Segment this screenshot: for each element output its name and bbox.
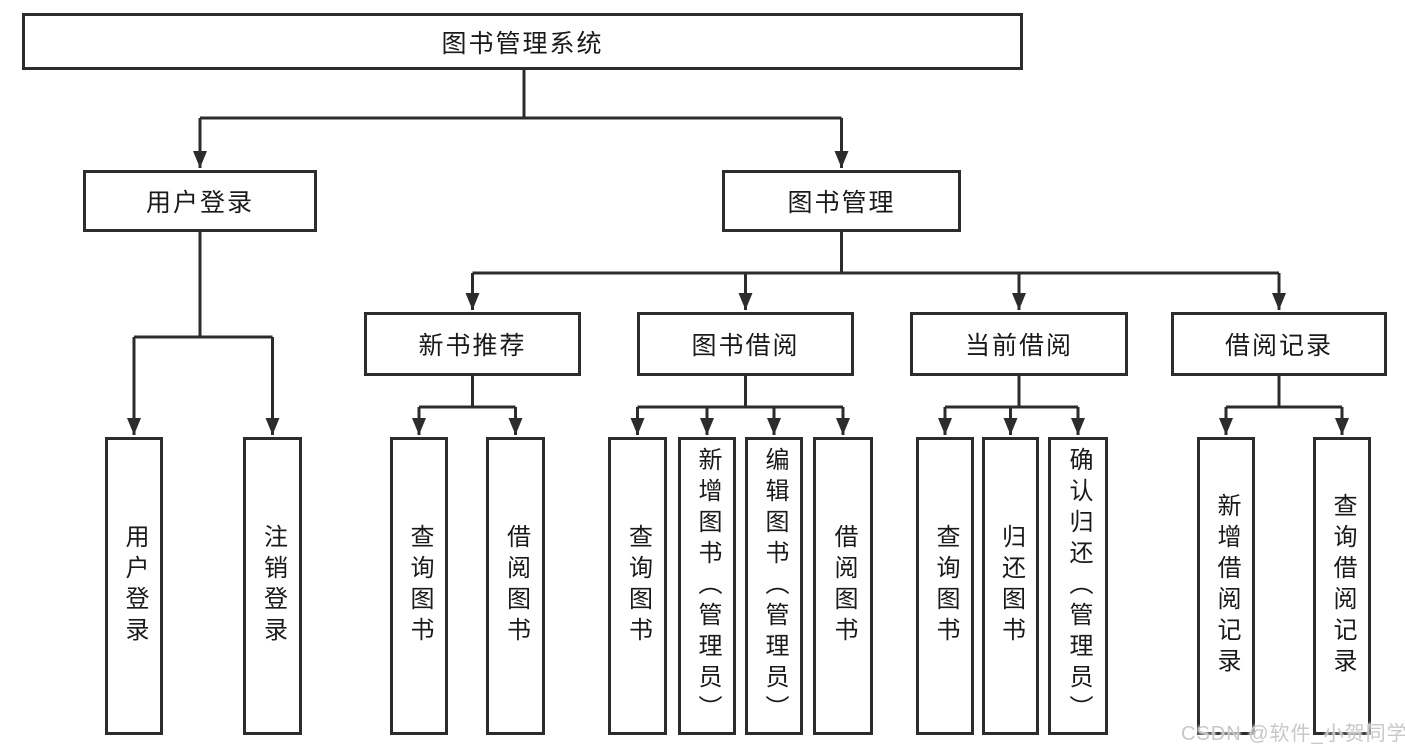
node-label: 借阅记录 (1224, 332, 1333, 360)
node-label: 查询图书 (932, 524, 959, 648)
node-label: 图书借阅 (691, 332, 800, 360)
node-label: 归还图书 (997, 524, 1025, 648)
node-label: 查询图书 (406, 524, 433, 648)
node-query-books-1: 查询图书 (390, 437, 448, 735)
node-library-management-system: 图书管理系统 (22, 13, 1023, 70)
node-query-borrow-record: 查询借阅记录 (1313, 437, 1371, 735)
node-label: 用户登录 (145, 189, 254, 217)
node-label: 借阅图书 (830, 524, 857, 648)
node-label: 新增图书（管理员） (694, 446, 721, 726)
connector-root-to-level2 (193, 70, 849, 168)
node-confirm-return-admin: 确认归还（管理员） (1048, 437, 1108, 735)
node-label: 图书管理 (787, 189, 896, 217)
connector-book-borrow-children (630, 376, 850, 435)
node-label: 确认归还（管理员） (1065, 446, 1092, 726)
node-logout: 注销登录 (243, 437, 302, 735)
node-add-books-admin: 新增图书（管理员） (678, 437, 736, 735)
node-label: 图书管理系统 (441, 29, 604, 58)
node-edit-books-admin: 编辑图书（管理员） (745, 437, 803, 735)
node-book-borrowing: 图书借阅 (637, 312, 854, 376)
node-label: 注销登录 (259, 524, 287, 648)
node-label: 编辑图书（管理员） (761, 446, 788, 726)
node-label: 新增借阅记录 (1213, 493, 1240, 679)
node-add-borrow-record: 新增借阅记录 (1197, 437, 1255, 735)
node-current-borrowing: 当前借阅 (910, 312, 1128, 376)
connector-current-borrow-children (938, 376, 1085, 435)
connector-book-mgmt-children (465, 232, 1286, 310)
csdn-watermark: CSDN @软件_小贺同学 (1181, 723, 1405, 745)
node-label: 查询图书 (624, 524, 652, 648)
node-borrow-books-1: 借阅图书 (486, 437, 545, 735)
node-return-books: 归还图书 (982, 437, 1039, 735)
node-user-login: 用户登录 (83, 170, 317, 232)
node-new-book-recommend: 新书推荐 (364, 312, 581, 376)
node-label: 用户登录 (121, 524, 148, 648)
connector-user-login-children (127, 232, 280, 435)
node-user-login-leaf: 用户登录 (105, 437, 163, 735)
node-query-books-2: 查询图书 (608, 437, 667, 735)
connector-borrow-records-children (1219, 376, 1349, 435)
node-borrow-books-2: 借阅图书 (813, 437, 873, 735)
node-book-management: 图书管理 (722, 170, 961, 232)
node-borrowing-records: 借阅记录 (1171, 312, 1387, 376)
node-label: 新书推荐 (418, 332, 527, 360)
node-label: 借阅图书 (502, 524, 530, 648)
connector-new-book-rec-children (412, 376, 523, 435)
node-label: 当前借阅 (964, 332, 1073, 360)
node-query-books-3: 查询图书 (916, 437, 974, 735)
node-label: 查询借阅记录 (1329, 493, 1356, 679)
